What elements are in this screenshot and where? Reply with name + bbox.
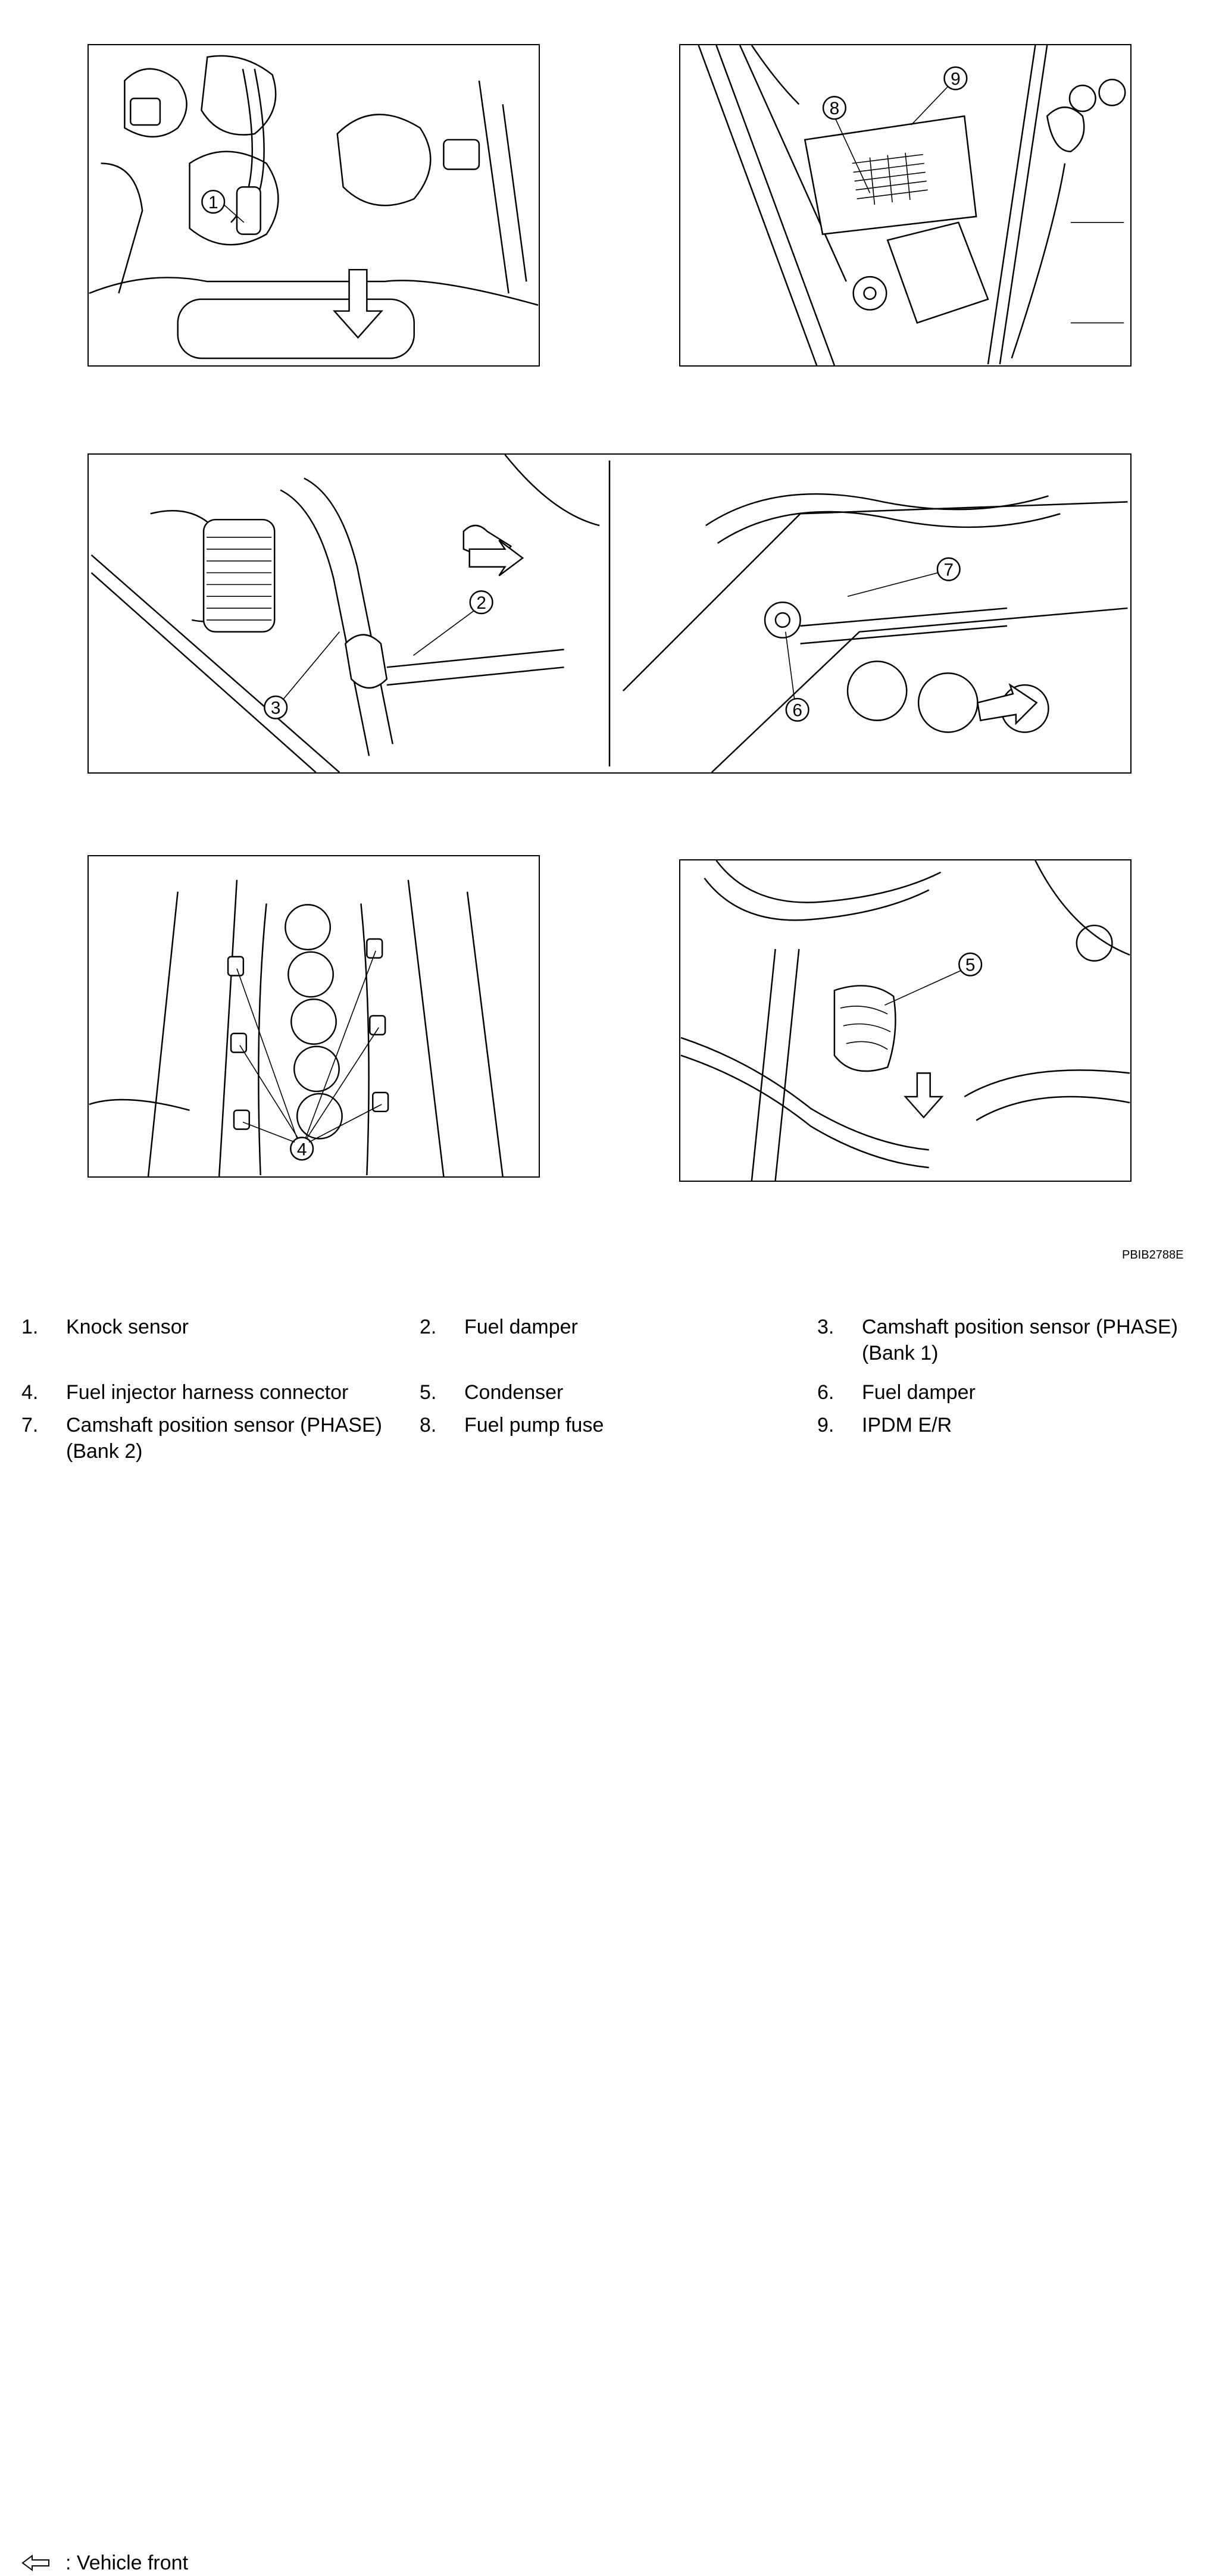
vehicle-front-label: : Vehicle front: [65, 2552, 189, 2574]
legend-item-6: 6. Fuel damper: [817, 1381, 976, 1404]
callout-1: 1: [208, 193, 218, 212]
outline-left-arrow-icon: [21, 2555, 49, 2571]
legend-item-8: 8. Fuel pump fuse: [420, 1414, 604, 1436]
vehicle-front-arrow: [904, 1072, 944, 1119]
callout-3: 3: [271, 699, 281, 718]
legend-item-7: 7. Camshaft position sensor (PHASE) (Ban…: [21, 1414, 382, 1463]
panel-fuel-damper-camshaft: 2 3 7 6: [87, 453, 1132, 774]
panel-injector-connectors: 4: [87, 855, 540, 1178]
legend-item-2: 2. Fuel damper: [420, 1316, 578, 1338]
panel-knock-sensor: 1: [87, 44, 540, 367]
callout-9: 9: [951, 70, 961, 89]
figure-code: PBIB2788E: [1122, 1248, 1184, 1262]
legend-item-3: 3. Camshaft position sensor (PHASE) (Ban…: [817, 1316, 1178, 1364]
callout-8: 8: [830, 99, 840, 118]
knock-sensor-illustration: 1: [89, 55, 539, 359]
condenser-illustration: 5: [680, 860, 1130, 1181]
legend-item-5: 5. Condenser: [420, 1381, 564, 1404]
injector-connectors-illustration: 4: [89, 879, 504, 1176]
vehicle-front-arrow: [332, 268, 383, 339]
callout-2: 2: [476, 593, 486, 613]
callout-5: 5: [965, 956, 976, 975]
callout-6: 6: [792, 701, 802, 721]
callout-4: 4: [297, 1140, 307, 1159]
legend-item-9: 9. IPDM E/R: [817, 1414, 952, 1436]
legend-item-4: 4. Fuel injector harness connector: [21, 1381, 349, 1404]
vehicle-front-arrow: [468, 539, 524, 577]
legend-item-1: 1. Knock sensor: [21, 1316, 189, 1338]
panel-ipdm: 8 9: [679, 44, 1132, 367]
vehicle-front-arrow: [976, 683, 1038, 725]
panel-condenser: 5: [679, 859, 1132, 1182]
vehicle-front-key: : Vehicle front: [21, 2550, 188, 2576]
fuel-damper-camshaft-illustration: 2 3 7 6: [90, 455, 1128, 772]
callout-7: 7: [943, 560, 954, 580]
ipdm-illustration: 8 9: [698, 45, 1126, 365]
